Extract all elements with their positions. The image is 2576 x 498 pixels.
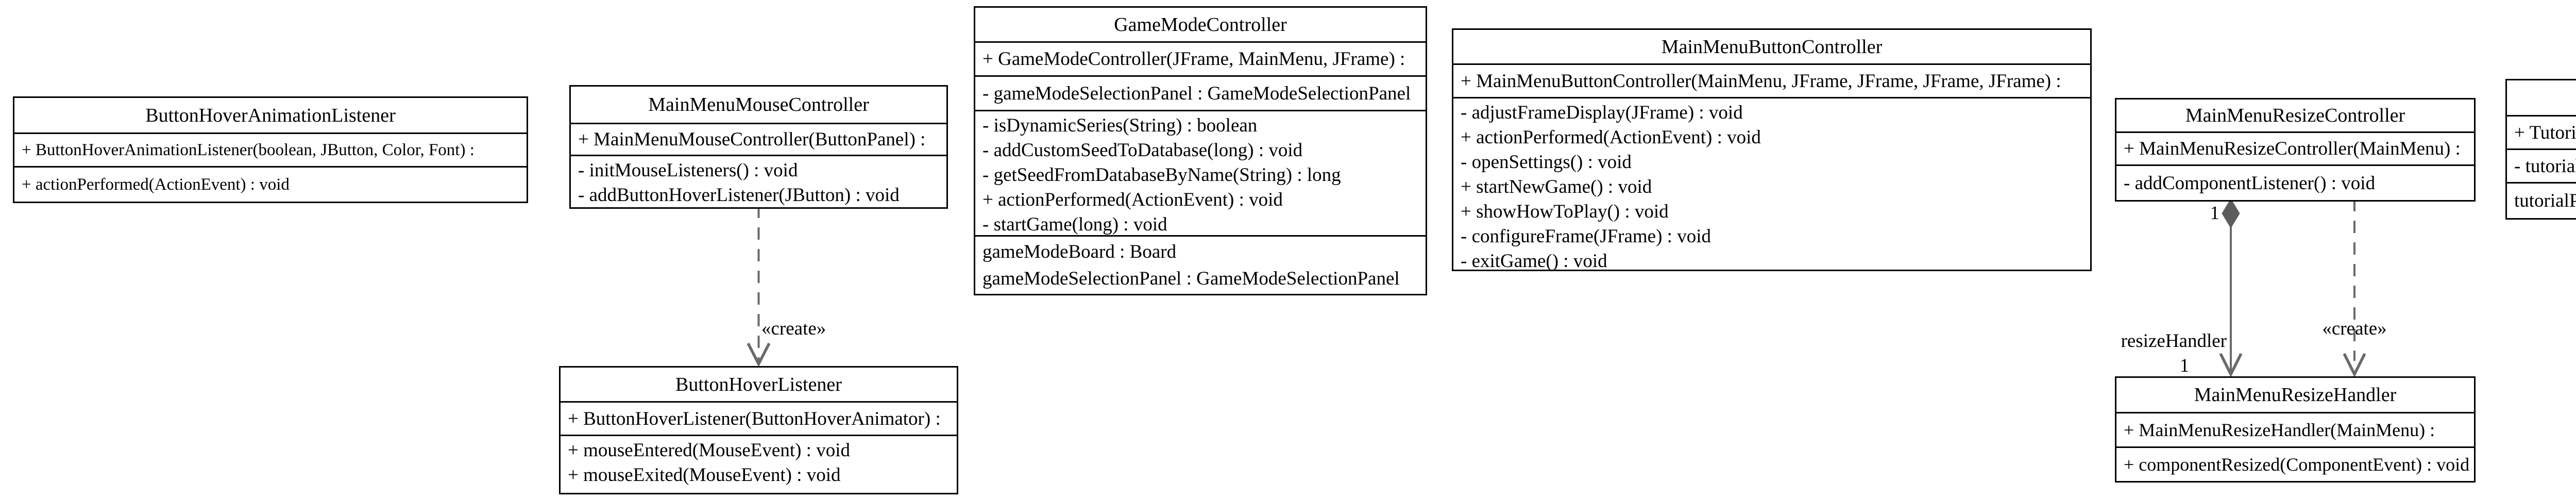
- class-compartment-methods: - initMouseListeners() : void - addButto…: [571, 155, 946, 207]
- class-member: - startGame(long) : void: [982, 214, 1167, 235]
- class-title: MainMenuButtonController: [1661, 36, 1883, 58]
- open-arrowhead-icon: [2343, 353, 2366, 378]
- class-member: + MainMenuMouseController(ButtonPanel) :: [578, 129, 926, 150]
- class-box-tutorial-controller: TutorialController + TutorialController(…: [2505, 79, 2576, 220]
- class-member: + actionPerformed(ActionEvent) : void: [22, 175, 290, 194]
- class-member: tutorialPanel : JPanel: [2514, 190, 2576, 211]
- class-title: MainMenuMouseController: [648, 94, 869, 115]
- class-box-main-menu-resize-controller: MainMenuResizeController + MainMenuResiz…: [2115, 98, 2476, 202]
- class-member: - openSettings() : void: [1461, 152, 1632, 173]
- class-compartment-constructors: + TutorialController(MainMenu, JFrame) :: [2507, 115, 2576, 148]
- composition-diamond-icon: [2222, 198, 2240, 228]
- class-member: gameModeBoard : Board: [982, 241, 1177, 262]
- class-compartment-constructors: + ButtonHoverListener(ButtonHoverAnimato…: [561, 401, 957, 435]
- edge-create-button-hover-listener: [747, 206, 771, 368]
- edge-resize-handler-composition: [2219, 198, 2243, 378]
- multiplicity-label: 1: [2210, 203, 2220, 224]
- class-member: - exitGame() : void: [1461, 251, 1607, 272]
- stereotype-label-create: «create»: [761, 318, 826, 339]
- class-title: ButtonHoverListener: [675, 373, 842, 395]
- class-member: - getSeedFromDatabaseByName(String) : lo…: [982, 164, 1341, 186]
- class-title: GameModeController: [1114, 13, 1287, 36]
- class-compartment-fields: - tutorialPanel : TutorialPanel: [2507, 148, 2576, 182]
- class-compartment-attributes: tutorialPanel : JPanel: [2507, 182, 2576, 218]
- class-compartment-constructors: + MainMenuButtonController(MainMenu, JFr…: [1453, 63, 2090, 97]
- class-member: + TutorialController(MainMenu, JFrame) :: [2514, 122, 2576, 143]
- class-title: ButtonHoverAnimationListener: [145, 104, 396, 126]
- edge-create-resize-handler: [2343, 199, 2366, 378]
- class-compartment-methods: - addComponentListener() : void: [2116, 164, 2474, 200]
- class-title: MainMenuResizeHandler: [2194, 384, 2397, 406]
- class-box-main-menu-resize-handler: MainMenuResizeHandler + MainMenuResizeHa…: [2115, 376, 2476, 483]
- class-member: gameModeSelectionPanel : GameModeSelecti…: [982, 268, 1400, 289]
- class-member: + actionPerformed(ActionEvent) : void: [1461, 127, 1761, 148]
- class-member: - addComponentListener() : void: [2124, 172, 2376, 194]
- class-compartment-constructors: + GameModeController(JFrame, MainMenu, J…: [975, 41, 1426, 75]
- class-member: + ButtonHoverListener(ButtonHoverAnimato…: [568, 408, 941, 429]
- class-compartment-attributes: gameModeBoard : Board gameModeSelectionP…: [975, 235, 1426, 294]
- multiplicity-label: 1: [2179, 355, 2190, 376]
- class-compartment-methods: - adjustFrameDisplay(JFrame) : void + ac…: [1453, 97, 2090, 272]
- class-member: + showHowToPlay() : void: [1461, 201, 1669, 222]
- class-member: - configureFrame(JFrame) : void: [1461, 226, 1711, 247]
- class-member: + startNewGame() : void: [1461, 176, 1652, 197]
- class-member: + ButtonHoverAnimationListener(boolean, …: [22, 140, 474, 159]
- class-member: + actionPerformed(ActionEvent) : void: [982, 189, 1283, 210]
- class-member: + MainMenuButtonController(MainMenu, JFr…: [1461, 70, 2061, 92]
- class-member: - initMouseListeners() : void: [578, 160, 798, 181]
- class-member: + GameModeController(JFrame, MainMenu, J…: [982, 48, 1405, 70]
- class-member: - addButtonHoverListener(JButton) : void: [578, 185, 900, 206]
- class-compartment-methods: + componentResized(ComponentEvent) : voi…: [2116, 446, 2474, 481]
- stereotype-label-create: «create»: [2322, 318, 2387, 339]
- class-title: TutorialController: [2507, 80, 2576, 115]
- class-member: - isDynamicSeries(String) : boolean: [982, 115, 1258, 136]
- class-member: + MainMenuResizeHandler(MainMenu) :: [2124, 420, 2435, 440]
- open-arrowhead-icon: [747, 342, 771, 368]
- class-compartment-methods: + actionPerformed(ActionEvent) : void: [14, 166, 527, 202]
- class-box-button-hover-listener: ButtonHoverListener + ButtonHoverListene…: [559, 366, 958, 494]
- class-compartment-constructors: + MainMenuResizeController(MainMenu) :: [2116, 131, 2474, 164]
- class-compartment-methods: + mouseEntered(MouseEvent) : void + mous…: [561, 435, 957, 493]
- class-box-button-hover-animation-listener: ButtonHoverAnimationListener + ButtonHov…: [13, 96, 528, 203]
- class-compartment-constructors: + MainMenuResizeHandler(MainMenu) :: [2116, 412, 2474, 446]
- class-box-main-menu-button-controller: MainMenuButtonController + MainMenuButto…: [1452, 28, 2092, 272]
- class-member: + mouseEntered(MouseEvent) : void: [568, 440, 850, 461]
- open-arrowhead-icon: [2219, 353, 2243, 378]
- class-member: + MainMenuResizeController(MainMenu) :: [2124, 138, 2461, 159]
- class-member: - gameModeSelectionPanel : GameModeSelec…: [982, 82, 1411, 104]
- role-label-resize-handler: resizeHandler: [2121, 330, 2227, 352]
- class-compartment-methods: - isDynamicSeries(String) : boolean - ad…: [975, 110, 1426, 235]
- class-member: + mouseExited(MouseEvent) : void: [568, 464, 841, 486]
- class-compartment-constructors: + MainMenuMouseController(ButtonPanel) :: [571, 123, 946, 155]
- class-member: - addCustomSeedToDatabase(long) : void: [982, 140, 1303, 161]
- class-box-main-menu-mouse-controller: MainMenuMouseController + MainMenuMouseC…: [569, 85, 948, 209]
- class-box-game-mode-controller: GameModeController + GameModeController(…: [974, 6, 1427, 295]
- class-member: - tutorialPanel : TutorialPanel: [2514, 155, 2576, 177]
- class-title: MainMenuResizeController: [2185, 105, 2405, 126]
- class-member: - adjustFrameDisplay(JFrame) : void: [1461, 102, 1743, 123]
- class-member: + componentResized(ComponentEvent) : voi…: [2124, 454, 2470, 475]
- class-compartment-fields: - gameModeSelectionPanel : GameModeSelec…: [975, 75, 1426, 110]
- class-compartment-constructors: + ButtonHoverAnimationListener(boolean, …: [14, 132, 527, 166]
